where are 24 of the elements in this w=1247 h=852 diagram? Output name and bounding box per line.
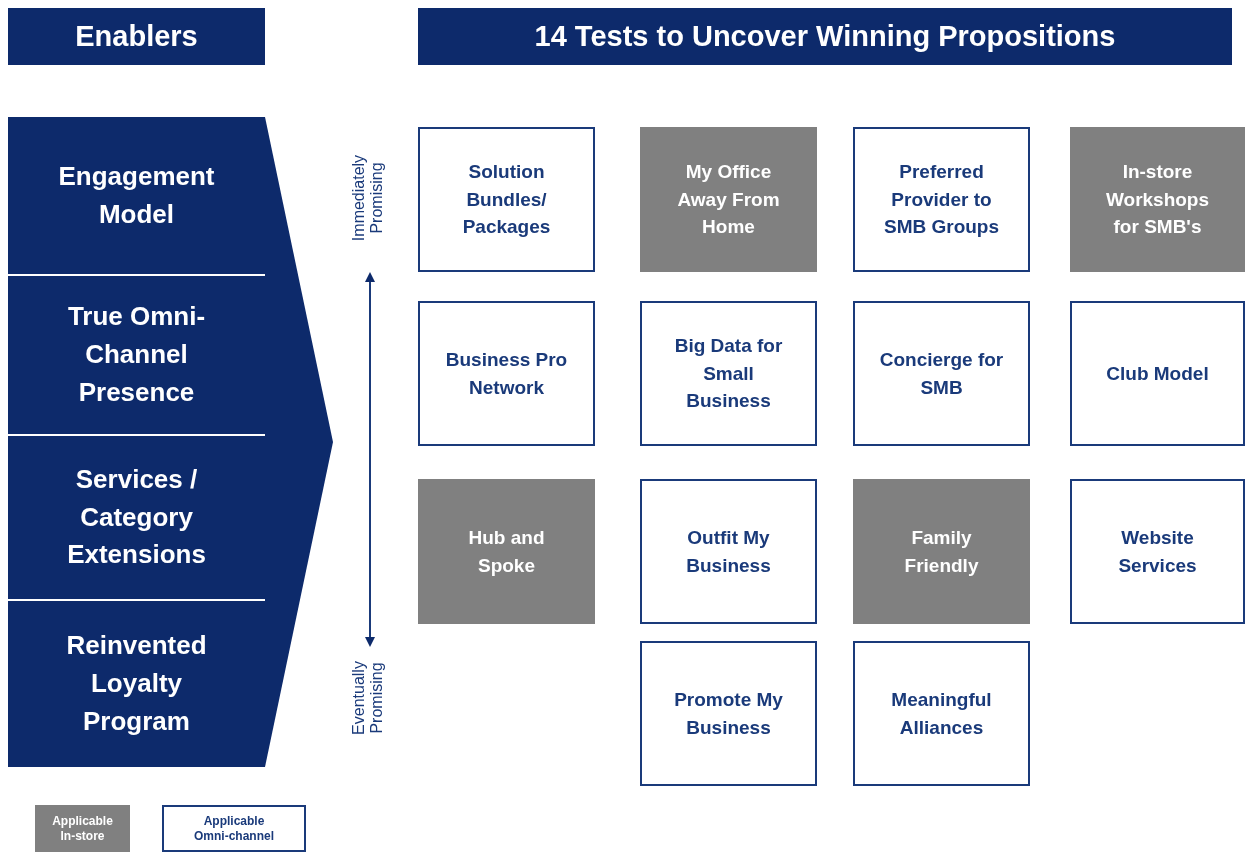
enabler-block: Reinvented Loyalty Program [8,601,265,767]
enabler-block: Services / Category Extensions [8,436,265,599]
legend-swatch: Applicable Omni-channel [162,805,306,852]
test-box: My Office Away From Home [640,127,817,272]
test-box: In-store Workshops for SMB's [1070,127,1245,272]
header-band: Enablers [8,8,265,65]
enabler-block: True Omni-Channel Presence [8,276,265,434]
legend-swatch: Applicable In-store [35,805,130,852]
test-box: Family Friendly [853,479,1030,624]
test-box: Preferred Provider to SMB Groups [853,127,1030,272]
test-box: Meaningful Alliances [853,641,1030,786]
test-box: Business Pro Network [418,301,595,446]
test-box: Promote My Business [640,641,817,786]
test-box: Concierge for SMB [853,301,1030,446]
test-box: Outfit My Business [640,479,817,624]
title-band: 14 Tests to Uncover Winning Propositions [418,8,1232,65]
test-box: Big Data for Small Business [640,301,817,446]
test-box: Solution Bundles/ Packages [418,127,595,272]
test-box: Website Services [1070,479,1245,624]
test-box: Hub and Spoke [418,479,595,624]
axis-label: Immediately Promising [350,153,387,244]
enabler-block: Engagement Model [8,117,265,274]
test-box: Club Model [1070,301,1245,446]
axis-label: Eventually Promising [350,660,387,737]
